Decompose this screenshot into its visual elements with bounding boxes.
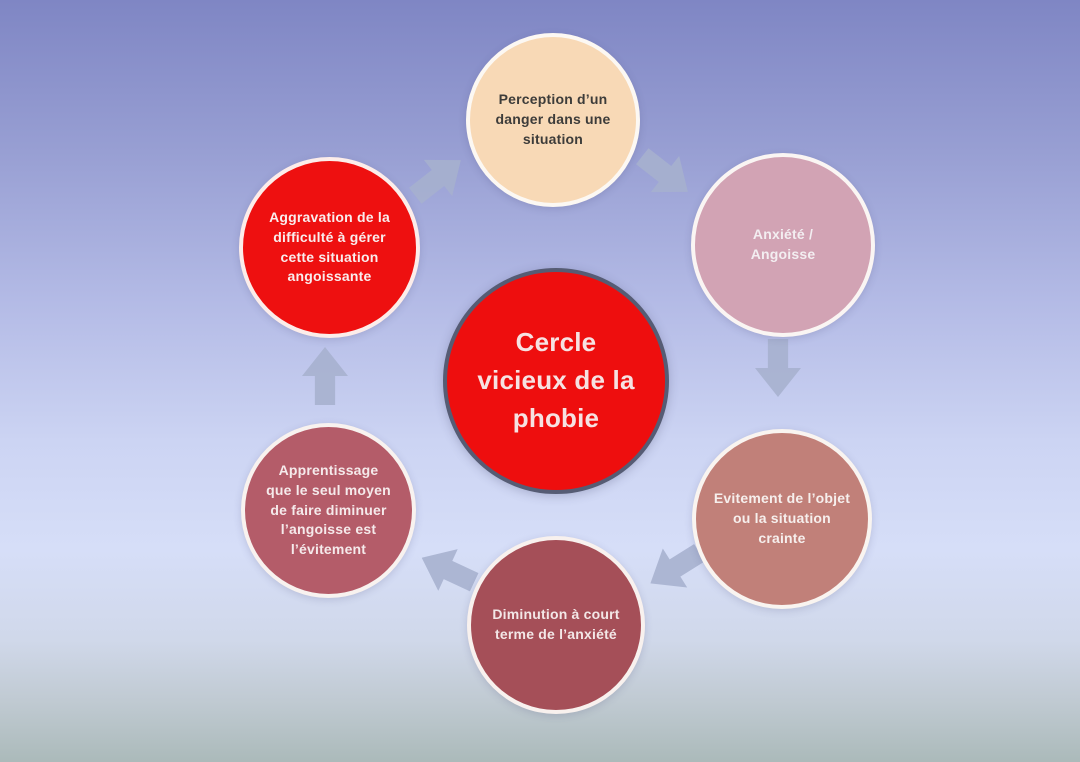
arrow-perception-to-anxiete — [628, 138, 702, 210]
node-perception-label: Perception d’un danger dans une situatio… — [495, 91, 611, 147]
center-title-line-2: vicieux de la — [477, 365, 635, 396]
node-anxiete: Anxiété / Angoisse — [691, 153, 875, 337]
node-evitement-label: Evitement de l’objet ou la situation cra… — [713, 490, 851, 546]
center-title-line-1: Cercle — [515, 327, 597, 358]
node-diminution-label: Diminution à court terme de l’anxiété — [492, 606, 620, 642]
center-circle-title: Cercle vicieux de la phobie — [443, 268, 669, 494]
arrow-anxiete-to-evitement — [755, 339, 801, 397]
node-apprentissage-label: Apprentissage que le seul moyen de faire… — [266, 461, 391, 558]
node-evitement: Evitement de l’objet ou la situation cra… — [692, 429, 872, 609]
node-anxiete-label: Anxiété / Angoisse — [750, 226, 816, 262]
node-apprentissage: Apprentissage que le seul moyen de faire… — [241, 423, 416, 598]
arrow-aggravation-to-perception — [401, 142, 475, 214]
arrow-apprentissage-to-aggravation — [302, 347, 348, 405]
node-aggravation: Aggravation de la difficulté à gérer cet… — [239, 157, 420, 338]
node-perception: Perception d’un danger dans une situatio… — [466, 33, 640, 207]
node-aggravation-label: Aggravation de la difficulté à gérer cet… — [269, 208, 390, 285]
center-title-line-3: phobie — [512, 402, 600, 433]
node-diminution: Diminution à court terme de l’anxiété — [467, 536, 645, 714]
